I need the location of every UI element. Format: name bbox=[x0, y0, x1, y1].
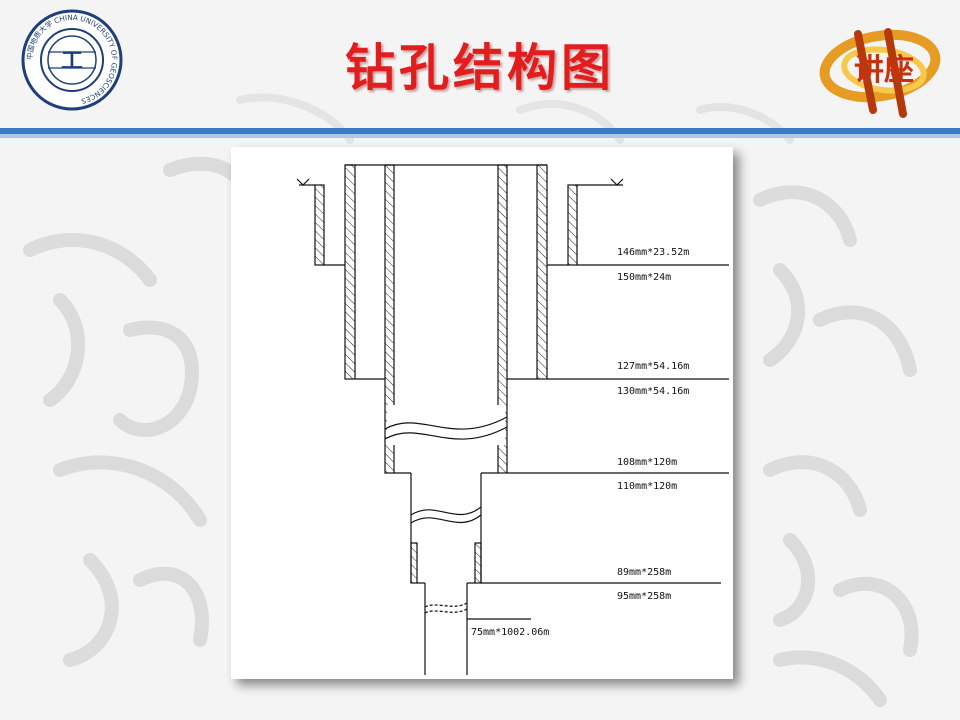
logo-mark: 工 bbox=[61, 48, 83, 74]
label-casing-108: 108mm*120m bbox=[617, 457, 677, 468]
casing-108-right bbox=[497, 164, 508, 474]
casing-108-left bbox=[384, 164, 395, 474]
outer-casing-left bbox=[314, 184, 325, 266]
page-title: 钻孔结构图 bbox=[345, 38, 615, 97]
casing-127-right bbox=[536, 164, 548, 380]
header-rule-light bbox=[0, 134, 960, 138]
casing-127-left bbox=[344, 164, 356, 380]
ground-surface-right bbox=[576, 178, 624, 186]
slide-header: 工 中国地质大学 CHINA UNIVERSITY OF GEOSCIENCES… bbox=[0, 0, 960, 140]
lecture-badge: 讲座 bbox=[819, 28, 941, 118]
label-casing-127: 127mm*54.16m bbox=[617, 361, 689, 372]
label-casing-146: 146mm*23.52m bbox=[617, 247, 689, 258]
casing-89-left bbox=[410, 542, 418, 584]
label-hole-95: 95mm*258m bbox=[617, 591, 671, 602]
outer-casing-right bbox=[567, 184, 578, 266]
label-casing-89: 89mm*258m bbox=[617, 567, 671, 578]
university-logo: 工 中国地质大学 CHINA UNIVERSITY OF GEOSCIENCES bbox=[21, 9, 123, 111]
borehole-diagram: 146mm*23.52m 150mm*24m 127mm*54.16m 130m… bbox=[296, 164, 729, 675]
break-line-3 bbox=[424, 602, 468, 608]
label-hole-110: 110mm*120m bbox=[617, 481, 677, 492]
badge-text: 讲座 bbox=[854, 53, 914, 88]
label-hole-130: 130mm*54.16m bbox=[617, 386, 689, 397]
casing-89-right bbox=[474, 542, 482, 584]
borehole-diagram-panel: 146mm*23.52m 150mm*24m 127mm*54.16m 130m… bbox=[231, 147, 733, 679]
label-hole-150: 150mm*24m bbox=[617, 272, 671, 283]
label-hole-75: 75mm*1002.06m bbox=[471, 627, 549, 638]
header-rule bbox=[0, 128, 960, 134]
diagram-labels: 146mm*23.52m 150mm*24m 127mm*54.16m 130m… bbox=[471, 247, 689, 638]
break-line-1 bbox=[384, 416, 508, 430]
break-line-2 bbox=[410, 506, 482, 516]
ground-surface-left bbox=[296, 178, 315, 186]
